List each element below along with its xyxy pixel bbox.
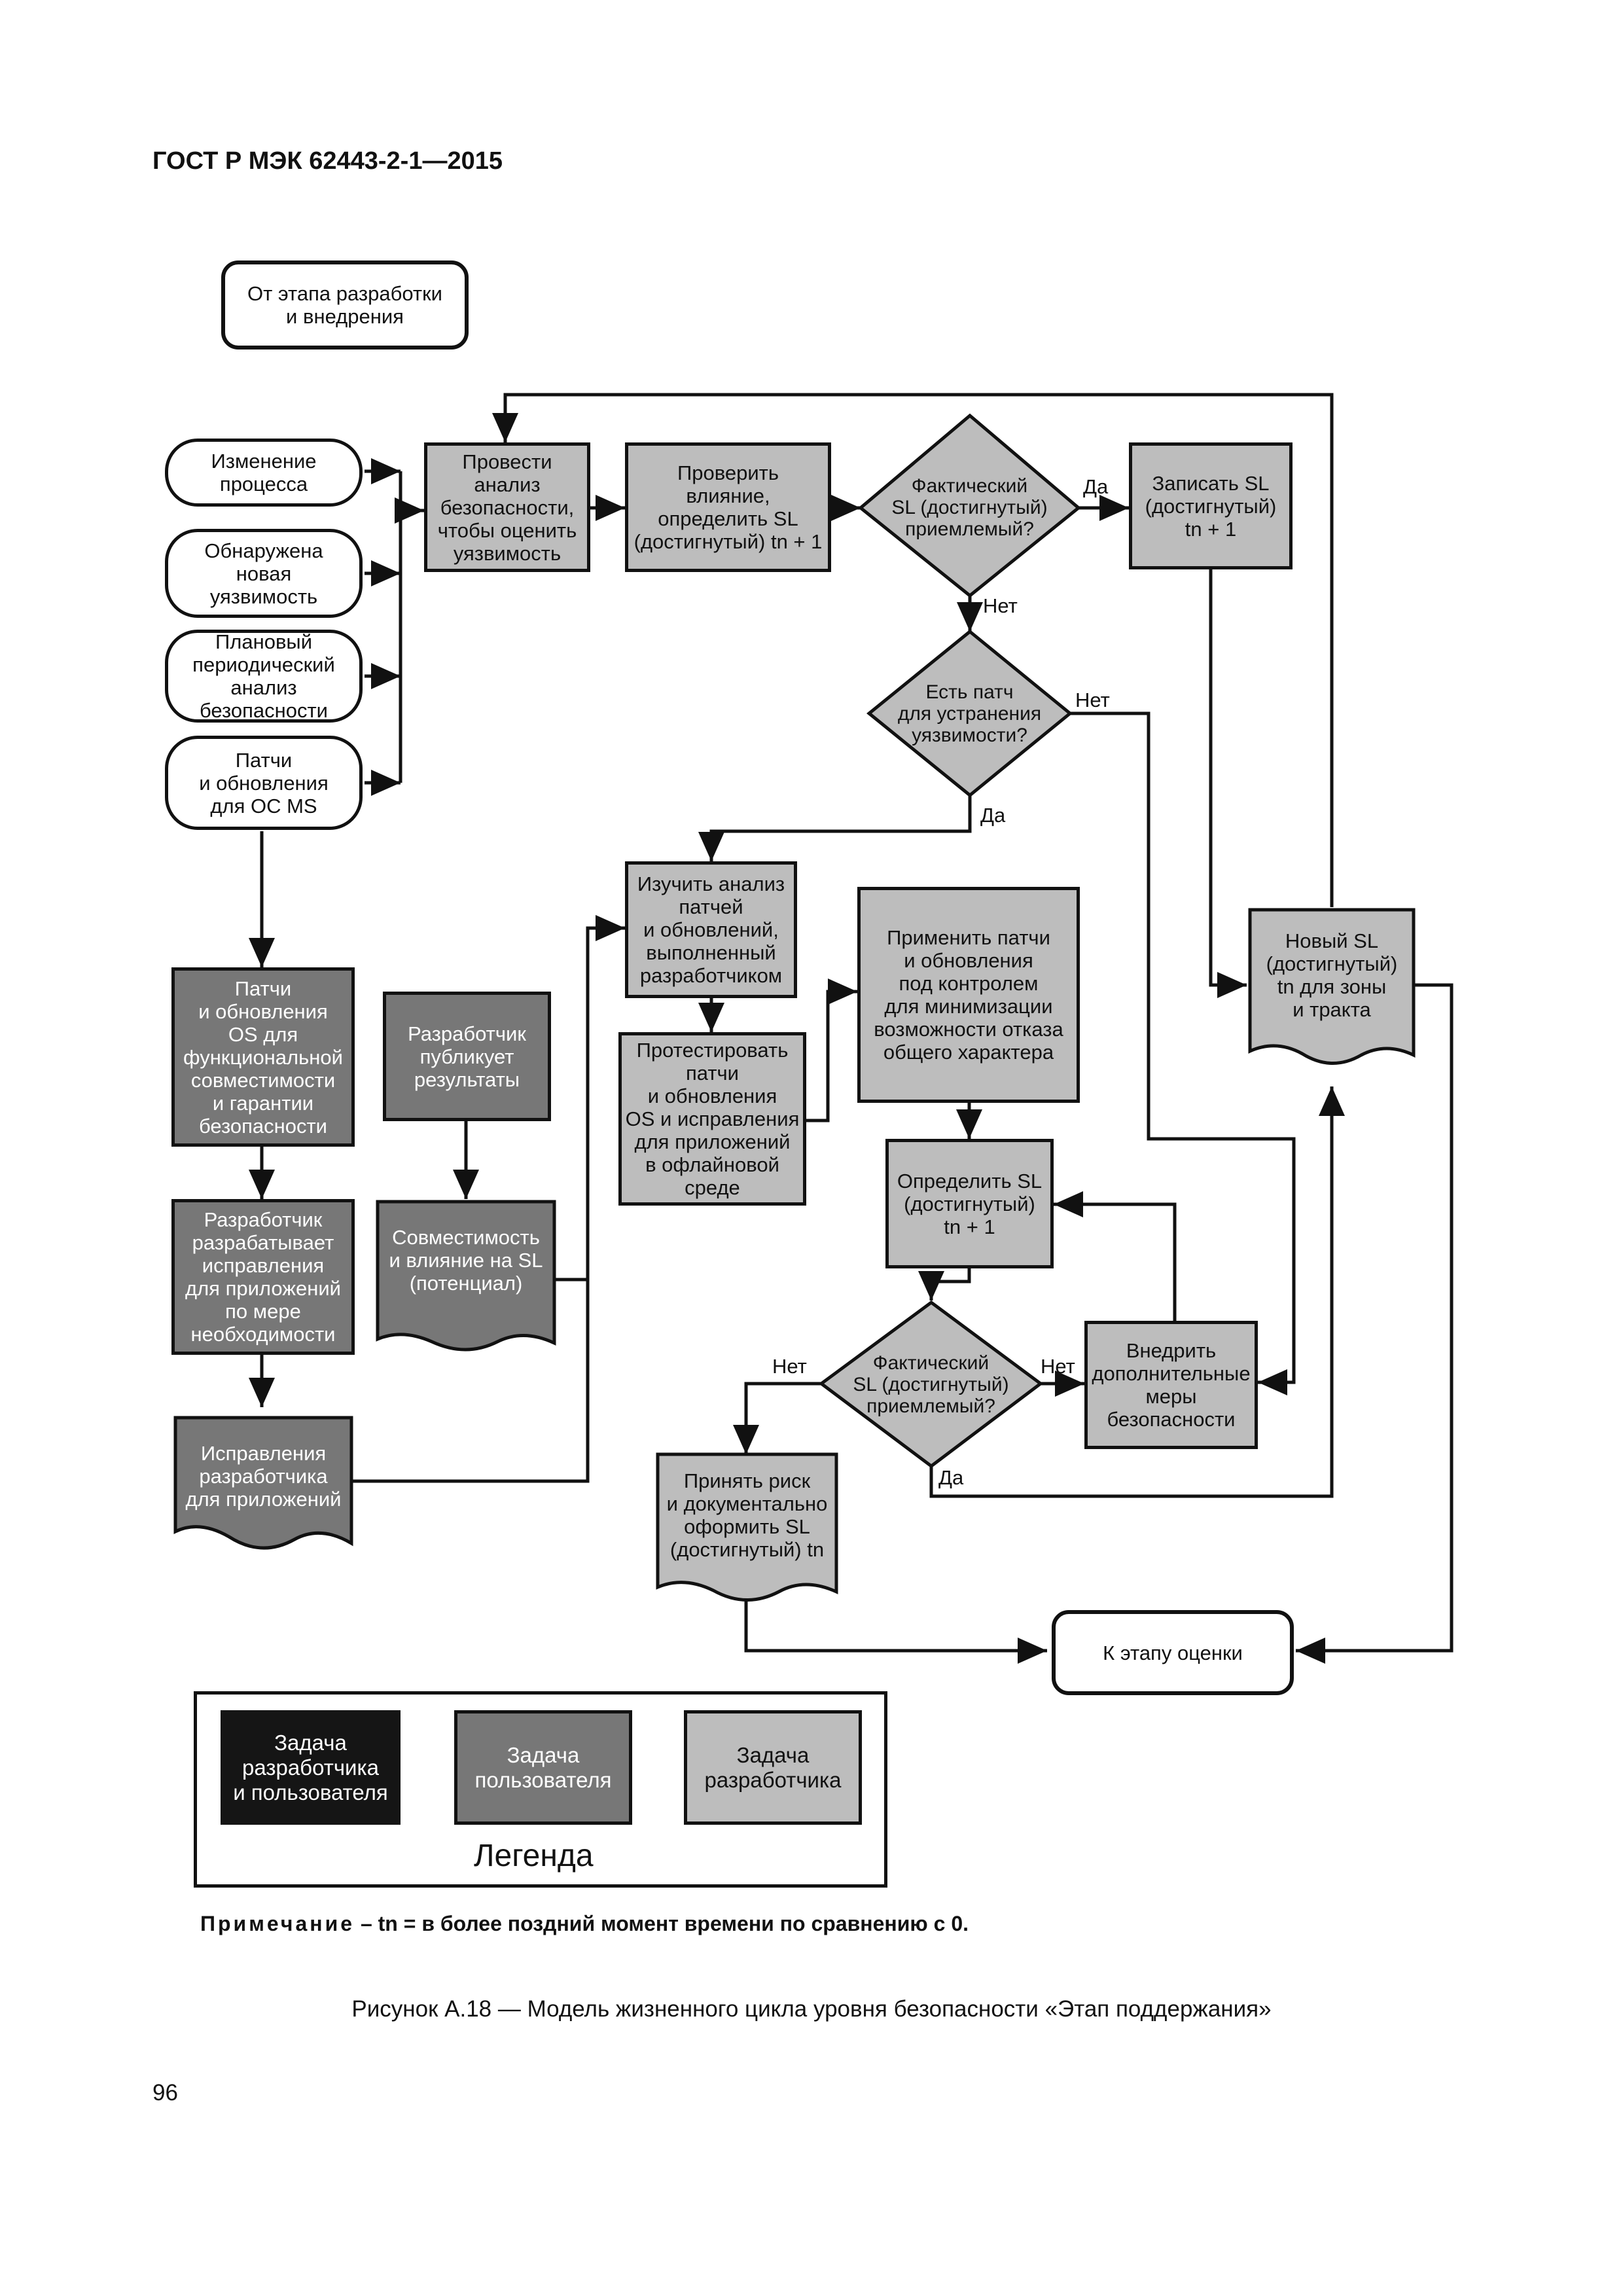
decision-diamond-actual-sl-1 (858, 413, 1081, 598)
doc-shape-new-sl (1248, 908, 1416, 1065)
edge-label-yes-1: Да (1083, 475, 1109, 498)
note-text: – tn = в более поздний момент времени по… (355, 1912, 969, 1935)
task-dev-publishes: Разработчик публикует результаты (383, 992, 551, 1121)
legend-item-both: Задача разработчика и пользователя (221, 1710, 401, 1825)
doc-shape-compat-sl (376, 1200, 556, 1352)
edge-label-no-2: Нет (1075, 689, 1110, 711)
task-extra-measures: Внедрить дополнительные меры безопасност… (1084, 1321, 1258, 1449)
input-periodic-analysis: Плановый периодический анализ безопаснос… (165, 630, 363, 723)
legend-title: Легенда (474, 1839, 594, 1873)
decision-patch-exists-text: Есть патч для устранения уязвимости? (897, 681, 1042, 746)
legend (194, 1691, 887, 1888)
task-dev-fixes: Разработчик разрабатывает исправления дл… (171, 1199, 355, 1355)
figure-caption: Рисунок А.18 — Модель жизненного цикла у… (351, 1996, 1272, 2022)
task-os-compatibility: Патчи и обновления OS для функциональной… (171, 967, 355, 1147)
decision-actual-sl-1-text: Фактический SL (достигнутый) приемлемый? (891, 475, 1048, 540)
edge-label-yes-3: Да (938, 1466, 964, 1489)
task-apply-patches: Применить патчи и обновления под контрол… (857, 887, 1080, 1103)
edge-label-no-left: Нет (772, 1355, 807, 1378)
edge-label-yes-2: Да (980, 804, 1006, 827)
task-check-impact: Проверить влияние, определить SL (достиг… (625, 442, 831, 572)
doc-dev-app-fixes-text: Исправления разработчика для приложений (185, 1441, 342, 1511)
doc-compat-sl-text: Совместимость и влияние на SL (потенциал… (389, 1225, 543, 1295)
note: Примечание – tn = в более поздний момент… (200, 1912, 969, 1936)
task-test-patches: Протестировать патчи и обновления OS и и… (618, 1032, 806, 1206)
note-prefix: Примечание (200, 1912, 355, 1935)
decision-actual-sl-2-text: Фактический SL (достигнутый) приемлемый? (853, 1352, 1009, 1417)
start-terminal-from-development: От этапа разработки и внедрения (221, 260, 469, 350)
legend-item-developer: Задача разработчика (684, 1710, 862, 1825)
doc-shape-accept-risk (656, 1452, 838, 1602)
edge-label-no-right: Нет (1041, 1355, 1075, 1378)
task-analyze-security: Провести анализ безопасности, чтобы оцен… (424, 442, 590, 572)
task-record-sl: Записать SL (достигнутый) tn + 1 (1129, 442, 1293, 569)
input-process-change: Изменение процесса (165, 439, 363, 507)
decision-diamond-actual-sl-2 (818, 1300, 1044, 1469)
doc-shape-dev-app-fixes (173, 1416, 353, 1550)
input-os-patches: Патчи и обновления для ОС MS (165, 736, 363, 830)
page-header: ГОСТ Р МЭК 62443-2-1—2015 (152, 147, 503, 175)
task-study-patches: Изучить анализ патчей и обновлений, выпо… (625, 861, 797, 998)
input-new-vulnerability: Обнаружена новая уязвимость (165, 529, 363, 618)
end-terminal-to-assessment: К этапу оценки (1052, 1610, 1294, 1695)
legend-item-user: Задача пользователя (454, 1710, 632, 1825)
page-number: 96 (152, 2080, 178, 2106)
doc-new-sl-text: Новый SL (достигнутый) tn для зоны и тра… (1266, 929, 1398, 1021)
task-determine-sl: Определить SL (достигнутый) tn + 1 (885, 1139, 1054, 1268)
edge-label-no-1: Нет (983, 594, 1018, 617)
decision-diamond-patch-exists (866, 629, 1073, 798)
doc-accept-risk-text: Принять риск и документально оформить SL… (666, 1469, 828, 1561)
